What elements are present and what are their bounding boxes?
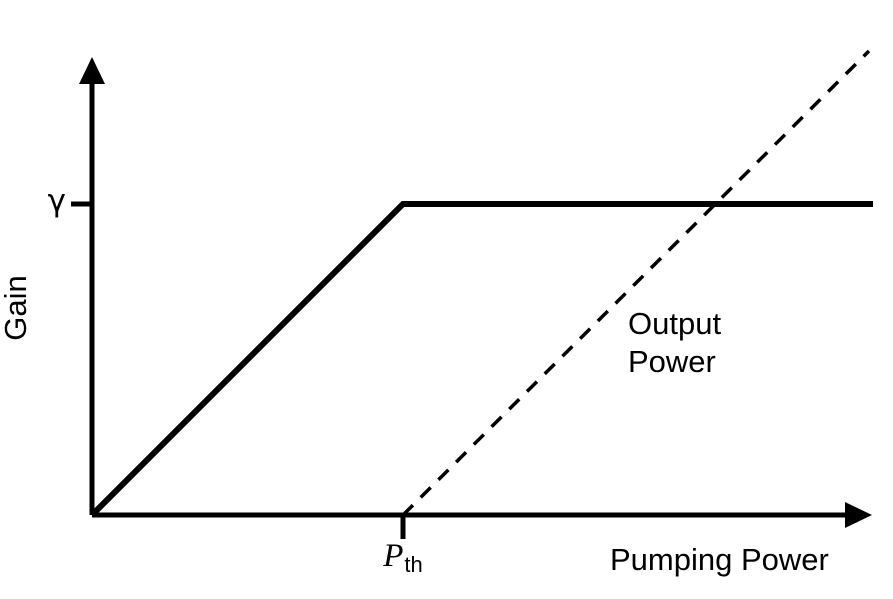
- y-tick-label-gamma: γ: [47, 183, 66, 219]
- x-axis-label: Pumping Power: [610, 542, 829, 577]
- x-axis-arrowhead: [845, 502, 872, 528]
- output-power-curve: [401, 49, 871, 517]
- annotation-output-power-line2: Power: [628, 344, 716, 379]
- gain-curve: [89, 201, 873, 518]
- y-axis-label: Gain: [0, 275, 33, 341]
- x-tick-label-pth: Pth: [353, 540, 453, 576]
- y-axis-arrowhead: [79, 57, 105, 84]
- annotation-output-power-line1: Output: [628, 306, 722, 341]
- x-tick-label-pth-subscript: th: [404, 552, 423, 578]
- annotation-output-power: Output Power: [628, 305, 721, 381]
- x-tick-label-pth-symbol: P: [383, 538, 404, 574]
